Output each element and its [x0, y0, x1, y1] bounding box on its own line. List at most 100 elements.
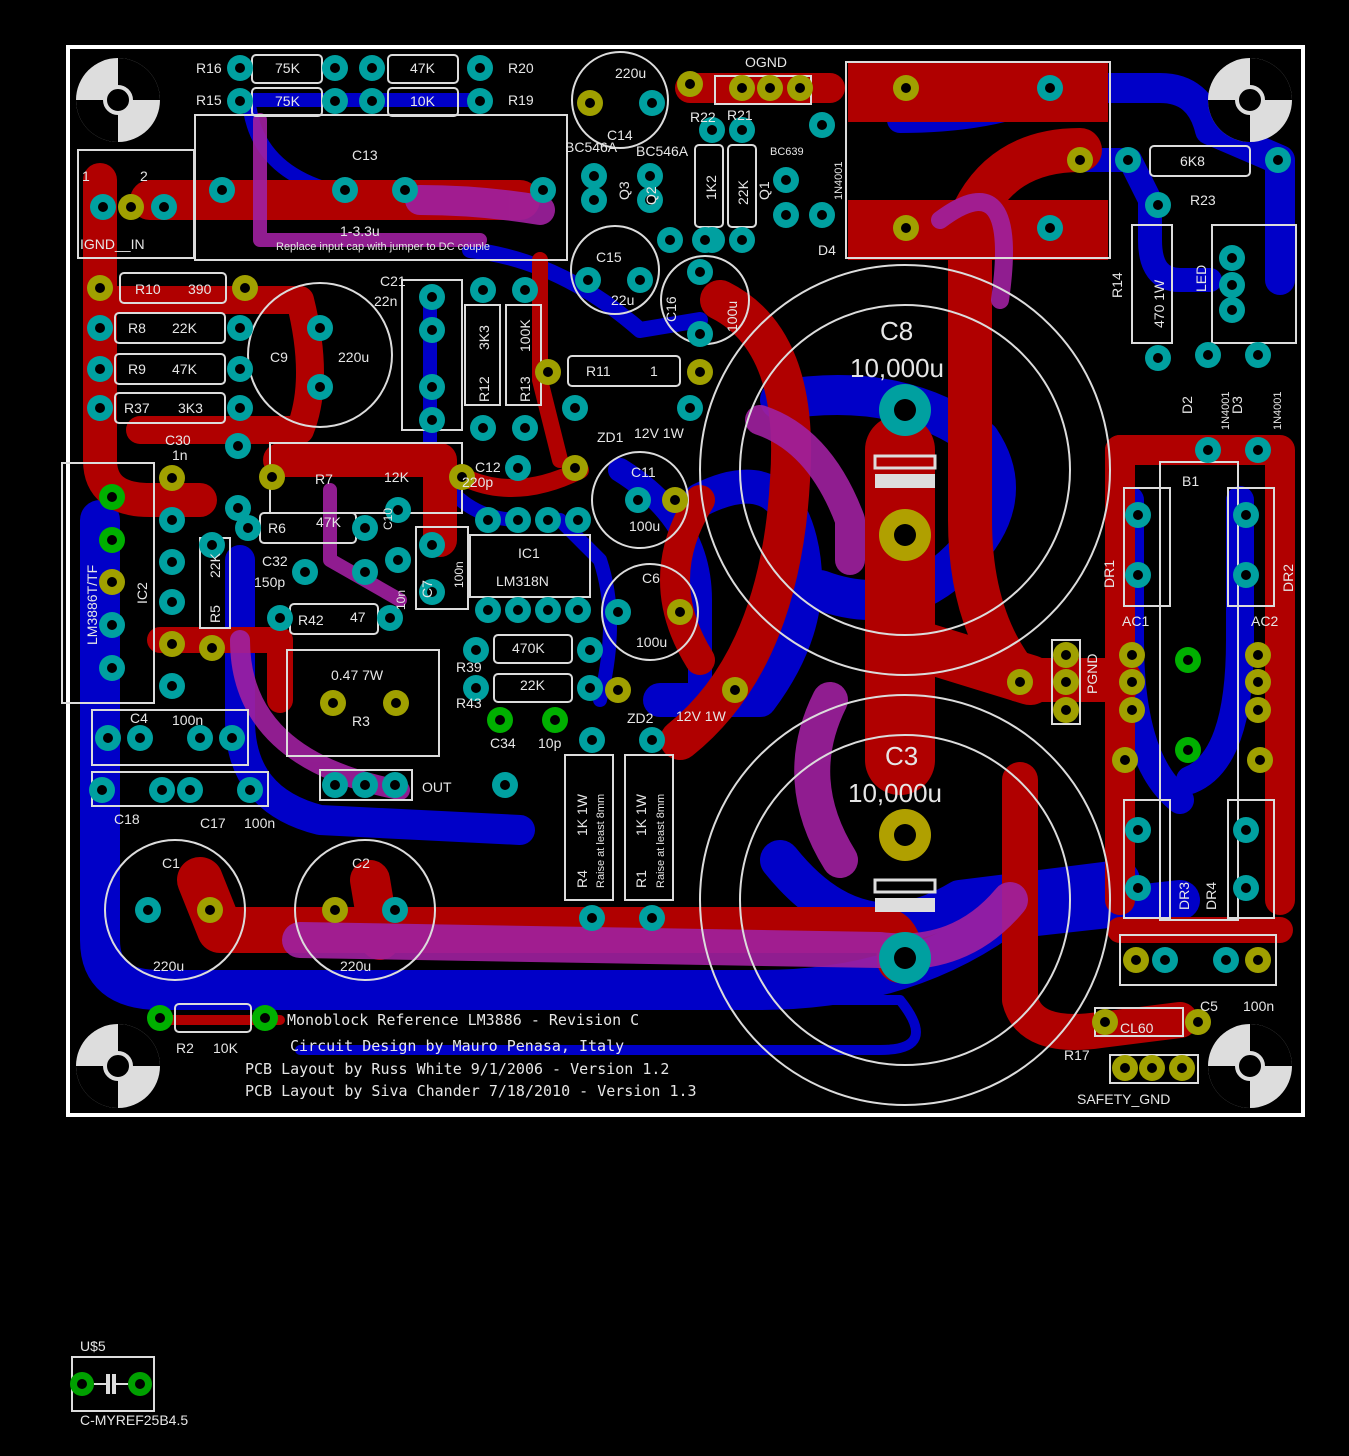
pad-hole: [427, 540, 437, 550]
pad-hole: [1253, 705, 1263, 715]
pad-hole: [1253, 955, 1263, 965]
pad-hole: [328, 698, 338, 708]
pad-hole: [685, 79, 695, 89]
pad-hole: [95, 364, 105, 374]
pad-hole: [543, 605, 553, 615]
pad-hole: [207, 540, 217, 550]
pad-hole: [360, 567, 370, 577]
label-C4: C4: [130, 710, 148, 726]
pad-hole: [737, 83, 747, 93]
ic2-part: LM3886T/TF: [84, 565, 100, 645]
pad-hole: [457, 472, 467, 482]
c13-note: Replace input cap with jumper to DC coup…: [276, 241, 490, 253]
pad-hole: [1227, 280, 1237, 290]
label-R37: R37: [124, 400, 150, 416]
pad-hole: [159, 202, 169, 212]
pad-hole: [157, 785, 167, 795]
value-r5: 22K: [207, 552, 223, 578]
label-C9: C9: [270, 349, 288, 365]
pad-hole: [1253, 350, 1263, 360]
pad-hole: [95, 403, 105, 413]
label-IC1: IC1: [518, 545, 540, 561]
pad-hole: [695, 267, 705, 277]
pad-hole: [205, 905, 215, 915]
pad-hole: [589, 171, 599, 181]
label-C2: C2: [352, 855, 370, 871]
raise-note-r4: Raise at least 8mm: [595, 794, 607, 888]
d3-part: 1N4001: [1272, 391, 1284, 430]
pad-hole: [795, 83, 805, 93]
pad-hole: [1120, 755, 1130, 765]
label-R16: R16: [196, 60, 222, 76]
pad-hole: [367, 63, 377, 73]
c10-value: 10n: [394, 590, 408, 610]
label-C34: C34: [490, 735, 516, 751]
label-R19: R19: [508, 92, 534, 108]
ic1-part: LM318N: [496, 573, 549, 589]
pad-hole: [1061, 650, 1071, 660]
label-OUT: OUT: [422, 779, 452, 795]
pad-hole: [330, 63, 340, 73]
label-Q2: Q2: [643, 186, 659, 205]
label-R1: R1: [633, 870, 649, 888]
label-AC2: AC2: [1251, 613, 1278, 629]
pad-hole: [95, 283, 105, 293]
pad-hole: [107, 577, 117, 587]
pad-hole: [1273, 155, 1283, 165]
value-r19: 10K: [410, 93, 436, 109]
value-r10: 390: [188, 281, 212, 297]
c9-value: 220u: [338, 349, 369, 365]
pad-hole: [235, 364, 245, 374]
value-r1: 1K 1W: [633, 793, 649, 836]
c16-value: 100u: [724, 301, 740, 332]
pad-hole: [185, 785, 195, 795]
pad-hole: [520, 285, 530, 295]
pad-hole: [1127, 650, 1137, 660]
label-C7: C7: [419, 580, 435, 598]
pad-hole: [235, 96, 245, 106]
label-DR2: DR2: [1280, 564, 1296, 592]
pad-hole: [513, 515, 523, 525]
label-C12: C12: [475, 459, 501, 475]
pad-hole: [550, 715, 560, 725]
zd2-value: 12V 1W: [676, 708, 727, 724]
pad-hole: [330, 96, 340, 106]
pad-hole: [613, 685, 623, 695]
label-B1: B1: [1182, 473, 1199, 489]
value-r20: 47K: [410, 60, 436, 76]
pad-hole: [587, 913, 597, 923]
pad-hole: [1133, 510, 1143, 520]
pad-hole: [817, 210, 827, 220]
pad-hole: [737, 125, 747, 135]
pad-hole: [167, 515, 177, 525]
zd1-value: 12V 1W: [634, 425, 685, 441]
silkscreen-text: R16 R15 75K 75K 47K 10K R20 R19 C13 1-3.…: [80, 54, 1296, 1428]
pad-hole: [1045, 223, 1055, 233]
pad-hole: [645, 171, 655, 181]
raise-note-r1: Raise at least 8mm: [655, 794, 667, 888]
mounting-holes: [76, 58, 1292, 1108]
pad-hole: [1127, 677, 1137, 687]
pad-hole: [1123, 155, 1133, 165]
label-R3: R3: [352, 713, 370, 729]
value-r6: 47K: [316, 514, 342, 530]
value-r9: 47K: [172, 361, 198, 377]
label-R6: R6: [268, 520, 286, 536]
pad-hole: [427, 415, 437, 425]
pad-hole: [670, 495, 680, 505]
pad-hole: [1227, 305, 1237, 315]
c1-value: 220u: [153, 958, 184, 974]
pad-hole: [1241, 510, 1251, 520]
pad-hole: [695, 329, 705, 339]
pad-hole: [589, 195, 599, 205]
pad-hole: [103, 733, 113, 743]
pad-hole: [107, 492, 117, 502]
label-C3: C3: [885, 741, 918, 771]
pad-hole: [570, 403, 580, 413]
pad-hole: [1203, 350, 1213, 360]
pad-hole: [390, 905, 400, 915]
pad-hole: [107, 663, 117, 673]
pad-hole: [391, 698, 401, 708]
pad-hole: [1221, 955, 1231, 965]
pad-hole: [300, 567, 310, 577]
